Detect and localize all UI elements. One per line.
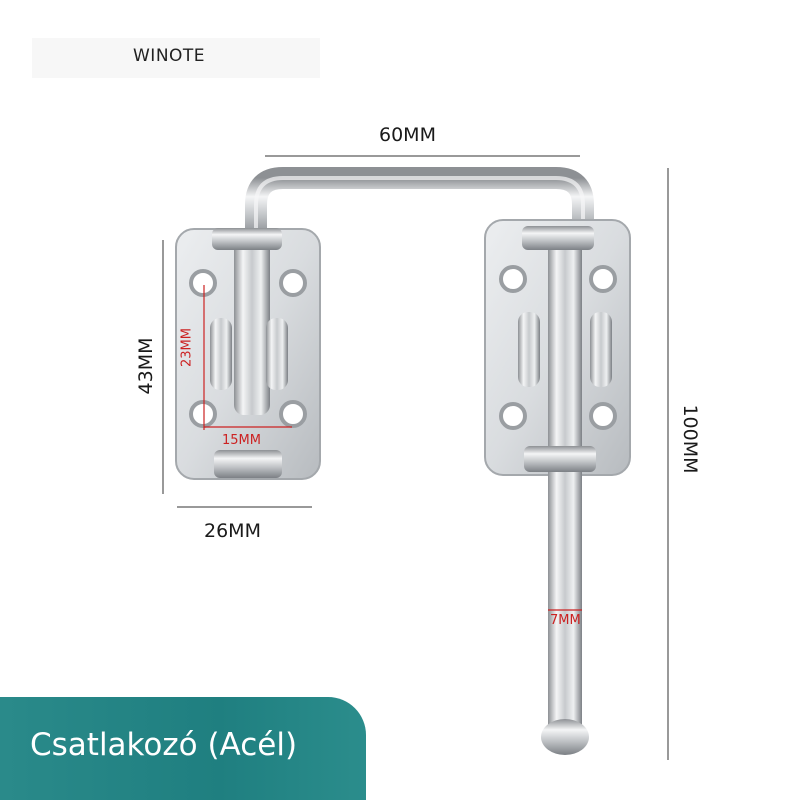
dim-top-width: 60MM (379, 124, 436, 146)
caption-banner (0, 697, 366, 800)
dim-bolt-diameter: 7MM (550, 613, 581, 628)
product-caption: Csatlakozó (Acél) (30, 727, 298, 763)
sliding-bolt (548, 236, 582, 736)
brand-banner (32, 38, 320, 78)
dim-plate-height: 43MM (135, 337, 157, 395)
brand-name: WINOTE (133, 46, 206, 66)
dim-total-height: 100MM (679, 404, 701, 474)
dim-inner-height: 23MM (179, 328, 195, 367)
dim-inner-width: 15MM (222, 433, 261, 448)
dim-plate-width: 26MM (204, 520, 261, 542)
